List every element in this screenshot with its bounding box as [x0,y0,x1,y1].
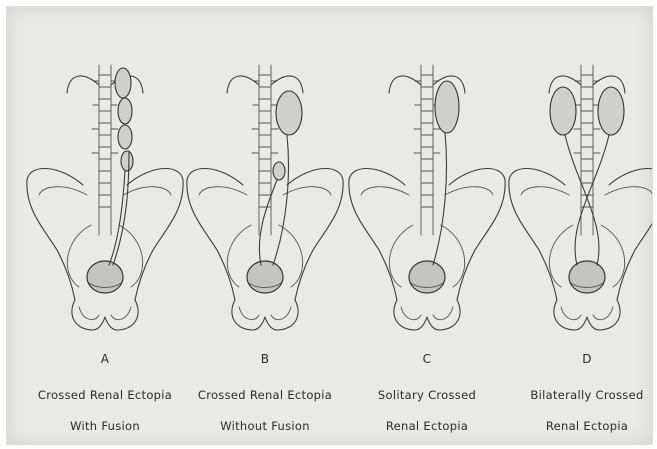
panel-d-letter: D [507,352,657,366]
panel-b-title-line2: Without Fusion [185,419,345,433]
panel-c-title-line2: Renal Ectopia [347,419,507,433]
panel-a-drawing [27,65,183,330]
panel-a-letter: A [25,352,185,366]
panel-a-title-line1: Crossed Renal Ectopia [25,388,185,402]
panel-a-title-line2: With Fusion [25,419,185,433]
illustrations [7,7,652,444]
panel-c-letter: C [347,352,507,366]
panel-d-title-line2: Renal Ectopia [507,419,657,433]
panel-d-drawing [509,65,652,330]
panel-d-title-line1: Bilaterally Crossed [507,388,657,402]
panel-b-title-line1: Crossed Renal Ectopia [185,388,345,402]
panel-b-drawing [187,65,343,330]
figure: A Crossed Renal Ectopia With Fusion B Cr… [6,6,653,445]
panel-c-drawing [349,65,505,330]
panel-b-letter: B [185,352,345,366]
panel-c-title-line1: Solitary Crossed [347,388,507,402]
